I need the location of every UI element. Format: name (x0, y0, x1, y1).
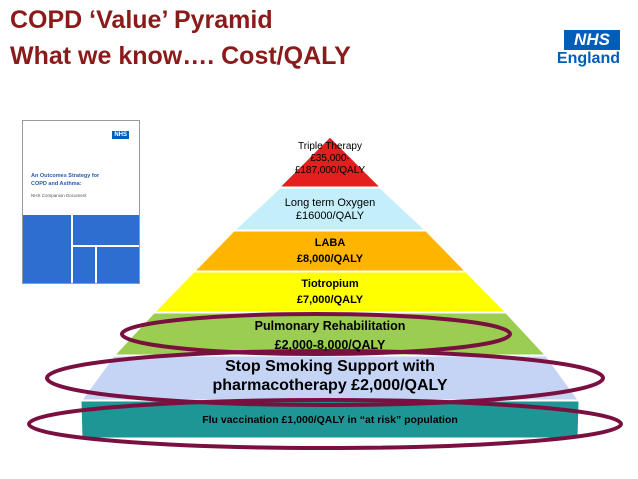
long-term-oxygen-name: Long term Oxygen (284, 197, 376, 209)
pyramid-tier-triple-therapy (278, 136, 382, 188)
document-cover-graphic (23, 215, 139, 283)
triple-therapy-name: Triple Therapy (298, 141, 362, 152)
nhs-england-logo: NHS England (546, 30, 622, 68)
pyramid-tier-stop-smoking (81, 355, 579, 401)
pulmonary-rehab-name: Pulmonary Rehabilitation (254, 319, 406, 333)
pyramid-tier-pulmonary-rehab (113, 312, 547, 356)
triple-therapy-cost-range-start: £35,000- (310, 153, 350, 164)
laba-name: LABA (314, 237, 346, 249)
slide-title-line1: COPD ‘Value’ Pyramid (10, 6, 273, 34)
tier-label-flu-vaccination: Flu vaccination £1,000/QALY in “at risk”… (202, 414, 458, 426)
pulmonary-rehab-cost: £2,000-8,000/QALY (274, 338, 386, 352)
document-subtitle: NHS Companion Document (31, 193, 87, 198)
slide-title-line2: What we know…. Cost/QALY (10, 42, 351, 70)
highlight-ellipse-stop-smoking (45, 349, 605, 407)
pyramid-tier-laba (193, 230, 467, 272)
nhs-logo-org: England (556, 50, 620, 67)
document-title-line2: COPD and Asthma: (31, 181, 82, 187)
document-nhs-badge: NHS (112, 131, 129, 139)
tier-label-laba: LABA £8,000/QALY (230, 235, 430, 267)
stop-smoking-cost: pharmacotherapy £2,000/QALY (212, 377, 448, 394)
pyramid-tier-tiotropium (153, 271, 507, 313)
document-title-line1: An Outcomes Strategy for (31, 173, 100, 179)
tier-label-tiotropium: Tiotropium £7,000/QALY (230, 276, 430, 308)
tier-label-triple-therapy: Triple Therapy £35,000- £187,000/QALY (230, 141, 430, 177)
laba-cost: £8,000/QALY (296, 253, 364, 265)
tier-label-stop-smoking: Stop Smoking Support with pharmacotherap… (160, 357, 500, 395)
pyramid-tier-long-term-oxygen (233, 187, 427, 231)
highlight-ellipse-flu-vaccination (27, 398, 623, 450)
tiotropium-name: Tiotropium (301, 278, 359, 290)
nhs-logo-badge: NHS (564, 30, 620, 50)
tiotropium-cost: £7,000/QALY (296, 294, 364, 306)
stop-smoking-name: Stop Smoking Support with (225, 358, 435, 375)
tier-label-long-term-oxygen: Long term Oxygen £16000/QALY (230, 197, 430, 223)
long-term-oxygen-cost: £16000/QALY (295, 210, 365, 222)
highlight-ellipse-pulmonary-rehab (120, 312, 512, 356)
tier-label-pulmonary-rehab: Pulmonary Rehabilitation £2,000-8,000/QA… (200, 317, 460, 355)
document-thumbnail: NHS An Outcomes Strategy for COPD and As… (22, 120, 140, 284)
triple-therapy-cost-range-end: £187,000/QALY (294, 165, 366, 176)
